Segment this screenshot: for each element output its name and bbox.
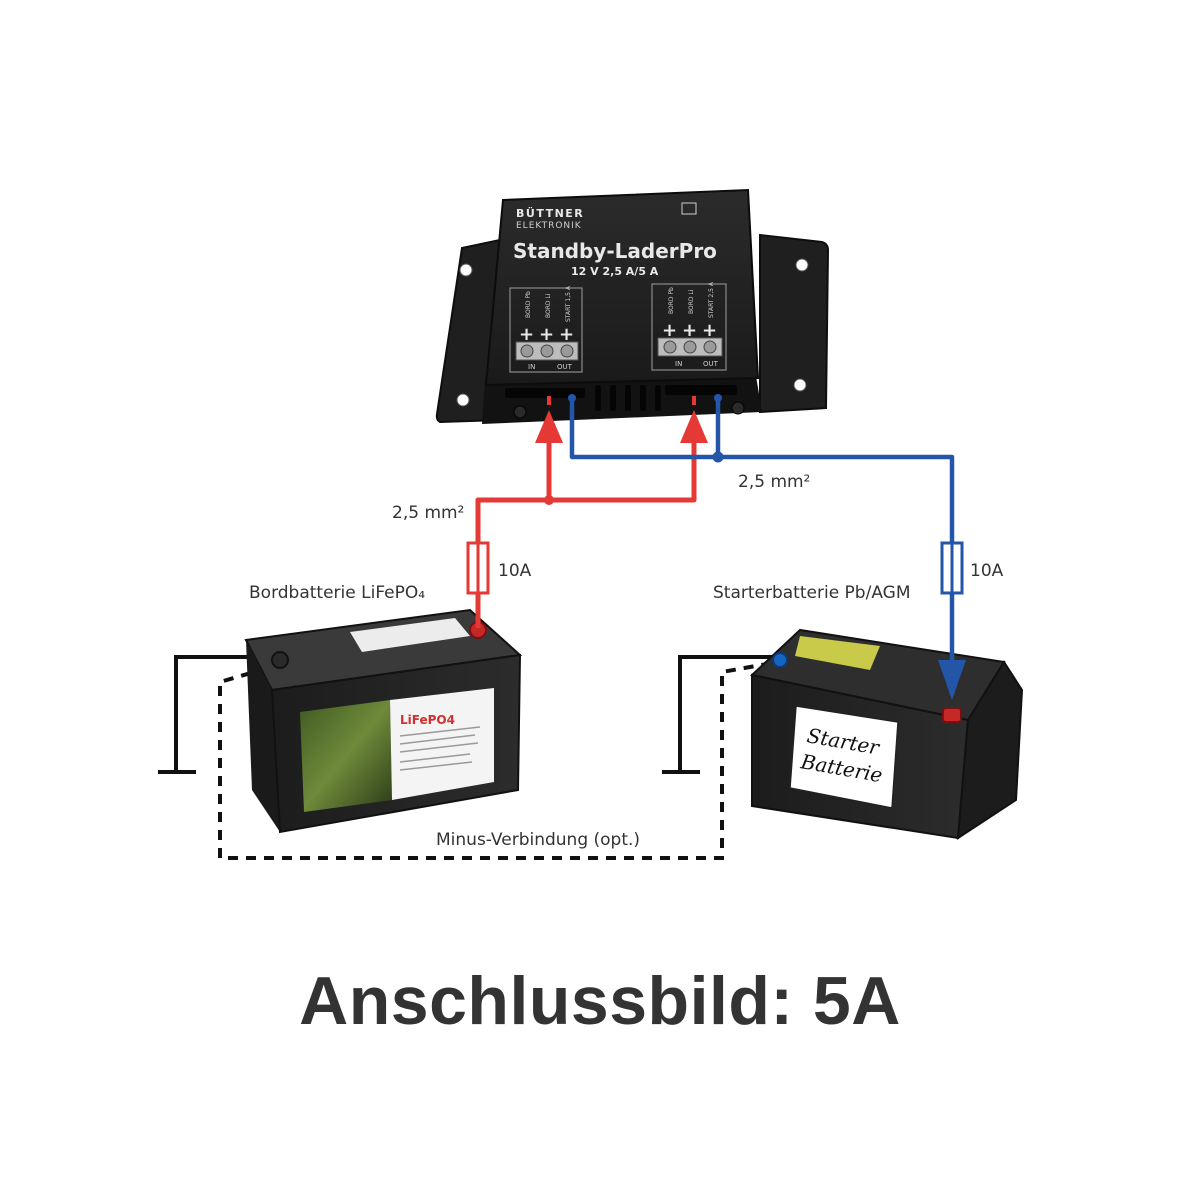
right-flange-hole [795,258,809,272]
plus-sign: + [702,320,717,341]
minus-link-wire [218,660,779,860]
front-screw-right [731,401,745,415]
brand-line2: ELEKTRONIK [516,221,582,231]
device-vents [505,385,737,411]
left-flange-hole [456,393,470,407]
terminal-label: START 2,5 A [708,281,715,318]
terminal-screw [560,344,574,358]
plus-sign: + [539,324,554,345]
terminal-screw [663,340,677,354]
in-label: IN [675,360,682,368]
battery-right-negative-terminal [772,652,788,668]
ground-wiring [158,655,780,774]
cable-label-right: 2,5 mm² [738,472,810,492]
ground-wire-right [678,655,780,772]
battery-right-label-text: Starterbatterie Pb/AGM [713,583,911,603]
battery-left-face-text-lines [399,726,481,771]
battery-right-positive-terminal [942,707,962,723]
device-top [484,188,760,387]
left-flange-hole [459,263,473,277]
front-screw-left [513,405,527,419]
battery-left-front [246,640,280,832]
plus-sign: + [519,324,534,345]
plus-sign: + [682,320,697,341]
model-name: Standby-LaderPro [513,239,717,263]
terminal-screw [520,344,534,358]
certification-mark [681,202,697,215]
battery-right-end [956,660,1024,840]
positive-arrow-right [680,410,708,443]
terminal-label: BORD Li [545,293,552,318]
minus-link-label: Minus-Verbindung (opt.) [436,830,640,850]
signal-terminal-right [714,394,722,402]
terminal-screw [703,340,717,354]
left-mounting-flange [435,238,501,424]
in-label: IN [528,363,535,371]
positive-junction [544,495,554,505]
diagram-caption: Anschlussbild: 5A [299,963,901,1039]
battery-right-label [789,705,899,809]
out-label: OUT [557,363,573,371]
brand-line1: BÜTTNER [516,206,584,220]
charger-device: BÜTTNER ELEKTRONIK Standby-LaderPro 12 V… [435,188,830,424]
out-label: OUT [703,360,719,368]
battery-left-brand: LiFePO4 [400,713,455,727]
positive-arrow-left [535,410,563,443]
battery-left-face-label [390,688,494,800]
battery-left-negative-terminal [271,651,289,669]
signal-wire-main [569,398,955,662]
signal-wiring [569,398,955,662]
terminal-screw [683,340,697,354]
right-flange-hole [793,378,807,392]
terminal-screw [540,344,554,358]
battery-left-label: Bordbatterie LiFePO₄ [249,583,425,603]
terminal-label: BORD Li [688,289,695,314]
terminal-label: BORD Pb [668,287,675,314]
terminal-label: START 1,5 A [565,285,572,322]
signal-terminal-left [568,394,576,402]
positive-wire-main [475,440,697,628]
signal-junction [712,451,724,463]
plus-sign: + [662,320,677,341]
fuse-label-right: 10A [970,561,1004,581]
fuse-label-left: 10A [498,561,532,581]
battery-left-top-label [350,618,470,652]
battery-right-top-label [795,636,880,670]
terminal-label: BORD Pb [525,291,532,318]
positive-wiring [475,440,697,628]
cable-label-left: 2,5 mm² [392,503,464,523]
right-mounting-flange [759,233,830,414]
terminal-group-right: BORD Pb BORD Li START 2,5 A + + + IN OUT [651,281,727,371]
plus-sign: + [559,324,574,345]
battery-right-starter: Starter Batterie [749,628,1024,840]
ground-wire-left [174,655,276,772]
model-spec: 12 V 2,5 A/5 A [571,265,659,278]
terminal-group-left: BORD Pb BORD Li START 1,5 A + + + IN OUT [509,285,583,373]
battery-left-lifepo4: LiFePO4 [244,608,523,834]
battery-left-face-image [300,700,392,812]
signal-arrow-down [938,660,966,700]
